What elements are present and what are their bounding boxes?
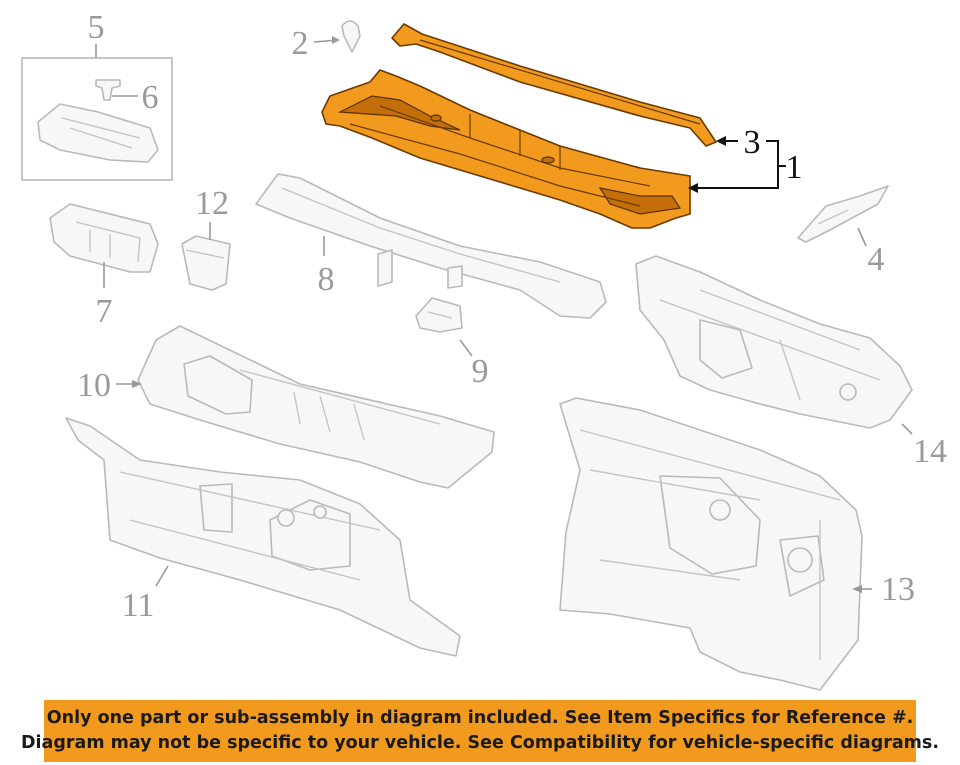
callout-7: 7 — [96, 293, 113, 330]
callout-5: 5 — [88, 9, 105, 46]
callout-12: 12 — [195, 185, 229, 222]
callout-leaders-1-3 — [688, 136, 786, 193]
part-6-clip — [95, 79, 121, 101]
part-7-bracket — [49, 203, 159, 288]
part-14-insulator — [635, 255, 913, 435]
part-1-cowl-top — [321, 69, 691, 229]
parts-diagram: 5 2 6 3 1 12 4 8 7 9 10 14 13 11 — [21, 9, 947, 691]
callout-13: 13 — [881, 571, 915, 608]
notice-banner: Only one part or sub-assembly in diagram… — [21, 700, 939, 762]
callout-6: 6 — [142, 79, 159, 116]
part-3-seal — [391, 23, 717, 147]
callout-3: 3 — [744, 124, 761, 161]
part-9-bracket — [415, 297, 473, 357]
callout-11: 11 — [122, 587, 155, 624]
part-13-dash-panel — [559, 397, 872, 691]
part-11-panel — [65, 417, 461, 657]
part-4-bracket — [797, 185, 889, 247]
callout-4: 4 — [868, 241, 885, 278]
part-10-panel — [116, 325, 495, 489]
notice-line-1: Only one part or sub-assembly in diagram… — [46, 708, 914, 728]
part-2-clip — [313, 20, 361, 53]
callout-9: 9 — [472, 353, 489, 390]
notice-line-2: Diagram may not be specific to your vehi… — [21, 733, 939, 753]
part-5-bracket — [37, 103, 159, 163]
part-5-group — [21, 44, 173, 181]
callout-2: 2 — [292, 25, 309, 62]
callout-1: 1 — [786, 149, 803, 186]
callout-14: 14 — [913, 433, 947, 470]
callout-10: 10 — [77, 367, 111, 404]
callout-8: 8 — [318, 261, 335, 298]
part-12-cap — [181, 222, 231, 291]
part-8-panel — [255, 173, 607, 319]
